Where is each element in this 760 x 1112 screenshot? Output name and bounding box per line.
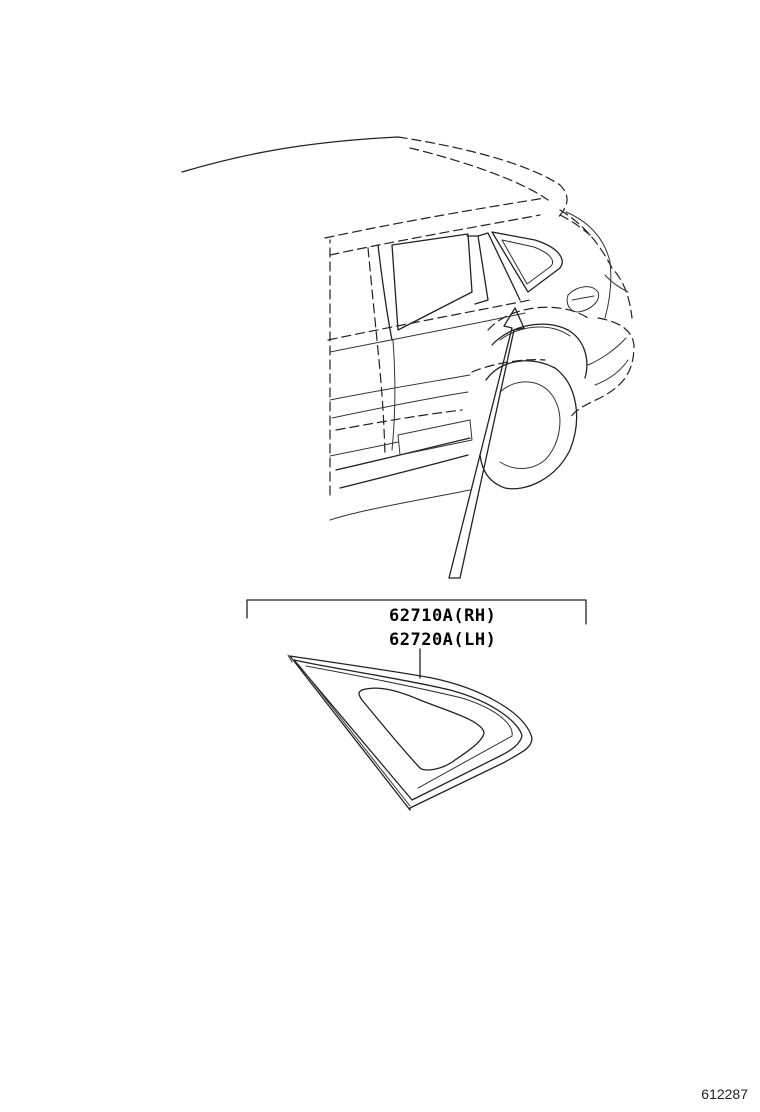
part-number-lh: 62720A(LH) xyxy=(389,630,497,650)
quarter-glass-illustration xyxy=(287,654,533,811)
vehicle-illustration xyxy=(181,136,635,521)
callout-bracket xyxy=(246,599,587,679)
diagram-id: 612287 xyxy=(701,1086,748,1102)
part-number-rh: 62710A(RH) xyxy=(389,606,497,626)
pointer-arrow xyxy=(448,307,525,579)
